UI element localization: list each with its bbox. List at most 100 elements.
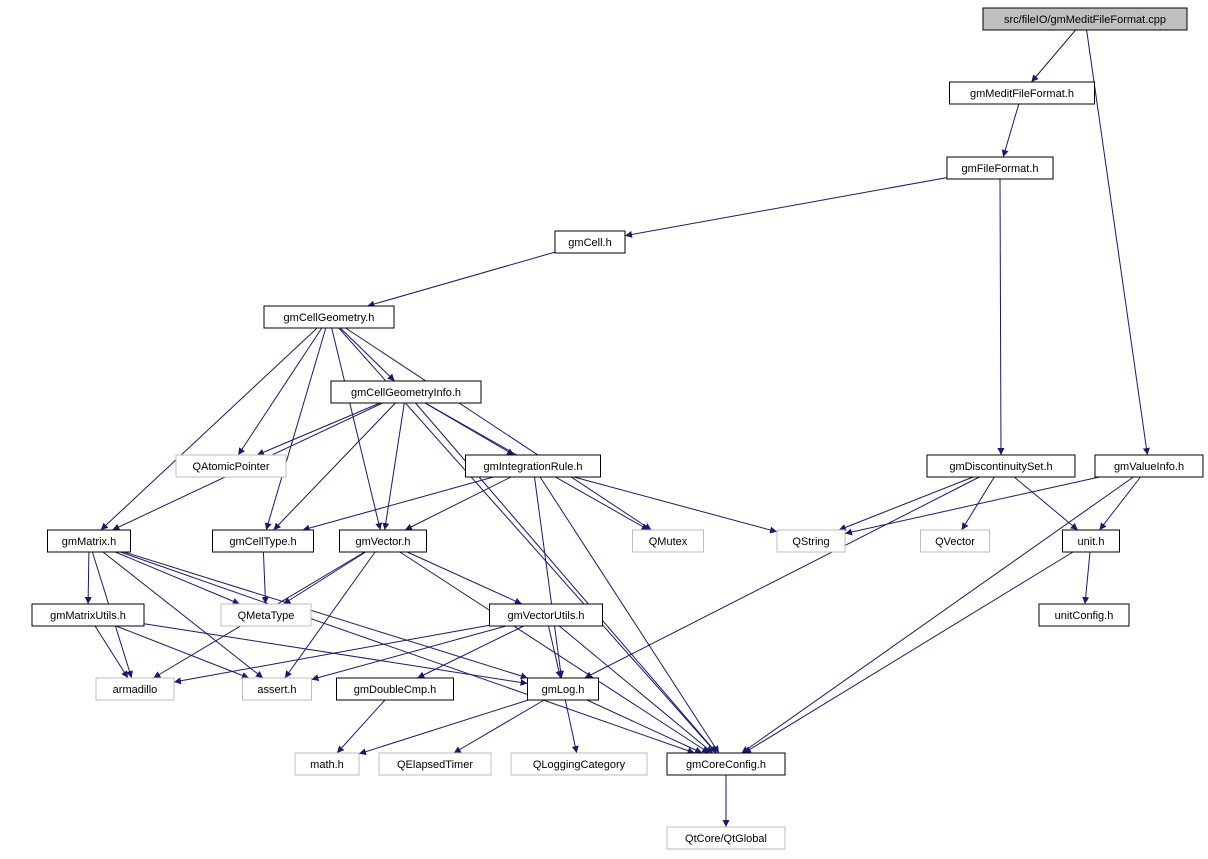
edge-gmIntegrationRule_h-to-gmVector_h: [404, 476, 512, 531]
graph-node-gmCell_h[interactable]: gmCell.h: [554, 230, 626, 254]
node-box: [632, 529, 704, 553]
graph-node-gmMatrix_h[interactable]: gmMatrix.h: [47, 529, 131, 553]
graph-node-QLoggingCategory: QLoggingCategory: [510, 752, 648, 776]
node-box: [294, 752, 360, 776]
graph-node-gmValueInfo_h[interactable]: gmValueInfo.h: [1094, 454, 1204, 478]
node-label: gmDoubleCmp.h: [354, 684, 437, 696]
edge-gmVectorUtils_h-to-gmCoreConfig_h: [558, 625, 714, 754]
edge-gmIntegrationRule_h-to-gmLog_h: [534, 476, 565, 679]
edge-gmLog_h-to-math_h: [358, 699, 529, 756]
graph-node-gmLog_h[interactable]: gmLog.h: [527, 677, 599, 701]
graph-node-unitConfig_h[interactable]: unitConfig.h: [1038, 603, 1130, 627]
node-label: gmLog.h: [542, 684, 585, 696]
graph-node-gmCellType_h[interactable]: gmCellType.h: [212, 529, 314, 553]
node-label: src/fileIO/gmMeditFileFormat.cpp: [1004, 14, 1166, 26]
node-label: gmCellGeometryInfo.h: [351, 387, 461, 399]
node-label: gmCell.h: [568, 237, 611, 249]
graph-node-gmMatrixUtils_h[interactable]: gmMatrixUtils.h: [31, 603, 145, 627]
node-label: gmVectorUtils.h: [507, 610, 584, 622]
edge-gmMatrix_h-to-assert_h: [102, 551, 264, 679]
node-label: gmCoreConfig.h: [686, 759, 766, 771]
node-label: assert.h: [257, 684, 296, 696]
graph-node-gmCellGeometry_h[interactable]: gmCellGeometry.h: [263, 305, 395, 329]
node-label: gmMatrixUtils.h: [50, 610, 126, 622]
graph-node-QString: QString: [776, 529, 846, 553]
edge-gmLog_h-to-QElapsedTimer: [453, 699, 545, 754]
edge-gmVector_h-to-gmVectorUtils_h: [406, 551, 523, 605]
edge-gmVector_h-to-QMetaType: [283, 551, 366, 605]
node-box: [31, 603, 145, 627]
node-box: [666, 826, 786, 850]
node-box: [926, 454, 1076, 478]
edge-gmCellGeometry_h-to-gmCellGeometryInfo_h: [339, 327, 396, 382]
node-label: QVector: [935, 536, 975, 548]
node-label: gmIntegrationRule.h: [483, 461, 582, 473]
node-label: gmDiscontinuitySet.h: [949, 461, 1052, 473]
node-label: gmCellGeometry.h: [284, 312, 375, 324]
edge-gmCellType_h-to-QMetaType: [261, 551, 269, 605]
edge-gmDiscontinuitySet_h-to-QString: [838, 476, 974, 531]
edge-gmVectorUtils_h-to-gmLog_h: [548, 625, 563, 679]
graph-node-QMetaType: QMetaType: [220, 603, 312, 627]
graph-node-gmCoreConfig_h[interactable]: gmCoreConfig.h: [666, 752, 786, 776]
edge-gmCellGeometryInfo_h-to-QAtomicPointer: [256, 402, 381, 456]
graph-node-QAtomicPointer: QAtomicPointer: [175, 454, 287, 478]
edge-gmCellGeometry_h-to-QAtomicPointer: [237, 327, 323, 456]
graph-node-gmDoubleCmp_h[interactable]: gmDoubleCmp.h: [336, 677, 454, 701]
graph-node-gmVectorUtils_h[interactable]: gmVectorUtils.h: [489, 603, 603, 627]
graph-node-main: src/fileIO/gmMeditFileFormat.cpp: [982, 7, 1188, 31]
edge-gmCellGeometry_h-to-gmMatrix_h: [100, 327, 318, 531]
edge-gmValueInfo_h-to-unit_h: [1099, 476, 1141, 531]
edge-gmIntegrationRule_h-to-gmCoreConfig_h: [539, 476, 720, 754]
graph-node-gmMeditFileFormat_h[interactable]: gmMeditFileFormat.h: [949, 81, 1095, 105]
graph-node-armadillo: armadillo: [95, 677, 175, 701]
edge-gmMatrixUtils_h-to-gmLog_h: [143, 623, 528, 686]
graph-node-gmVector_h[interactable]: gmVector.h: [339, 529, 427, 553]
node-box: [175, 454, 287, 478]
edge-gmLog_h-to-gmCoreConfig_h: [586, 699, 703, 754]
graph-node-gmDiscontinuitySet_h[interactable]: gmDiscontinuitySet.h: [926, 454, 1076, 478]
graph-node-assert_h: assert.h: [242, 677, 312, 701]
node-box: [1094, 454, 1204, 478]
graph-node-gmFileFormat_h[interactable]: gmFileFormat.h: [946, 156, 1054, 180]
edge-main-to-gmValueInfo_h: [1086, 29, 1150, 456]
edge-gmVectorUtils_h-to-assert_h: [311, 625, 507, 682]
graph-node-QtCore_QtGlobal: QtCore/QtGlobal: [666, 826, 786, 850]
node-box: [330, 380, 482, 404]
edge-gmDiscontinuitySet_h-to-unit_h: [1013, 476, 1079, 531]
edge-gmVector_h-to-assert_h: [284, 551, 376, 679]
edge-gmCellGeometryInfo_h-to-gmVector_h: [382, 402, 405, 531]
edge-gmFileFormat_h-to-gmDiscontinuitySet_h: [997, 178, 1005, 456]
edge-gmCellGeometryInfo_h-to-gmCellType_h: [273, 402, 396, 531]
node-box: [776, 529, 846, 553]
edge-gmIntegrationRule_h-to-gmCellType_h: [302, 476, 494, 532]
edge-gmMeditFileFormat_h-to-gmFileFormat_h: [1001, 103, 1020, 158]
graph-node-unit_h[interactable]: unit.h: [1062, 529, 1120, 553]
node-box: [510, 752, 648, 776]
node-box: [263, 305, 395, 329]
graph-node-QVector: QVector: [920, 529, 990, 553]
edge-gmVectorUtils_h-to-gmDoubleCmp_h: [417, 625, 524, 679]
edge-gmVectorUtils_h-to-armadillo: [173, 624, 490, 685]
edge-gmCellGeometry_h-to-QMutex: [345, 327, 652, 531]
node-box: [982, 7, 1188, 31]
node-label: unit.h: [1078, 536, 1105, 548]
node-label: QLoggingCategory: [533, 759, 626, 771]
edge-gmMatrixUtils_h-to-assert_h: [115, 625, 250, 679]
edge-gmCell_h-to-gmCellGeometry_h: [367, 251, 556, 308]
graph-node-gmIntegrationRule_h[interactable]: gmIntegrationRule.h: [465, 454, 601, 478]
node-label: gmFileFormat.h: [961, 163, 1038, 175]
node-label: gmVector.h: [355, 536, 410, 548]
node-box: [554, 230, 626, 254]
edge-gmDoubleCmp_h-to-math_h: [336, 699, 386, 754]
node-box: [336, 677, 454, 701]
node-box: [920, 529, 990, 553]
graph-node-gmCellGeometryInfo_h[interactable]: gmCellGeometryInfo.h: [330, 380, 482, 404]
node-box: [220, 603, 312, 627]
edge-gmValueInfo_h-to-QString: [844, 476, 1100, 536]
edge-gmMatrix_h-to-gmMatrixUtils_h: [84, 551, 92, 605]
node-box: [242, 677, 312, 701]
node-label: QMutex: [649, 536, 688, 548]
node-box: [95, 677, 175, 701]
